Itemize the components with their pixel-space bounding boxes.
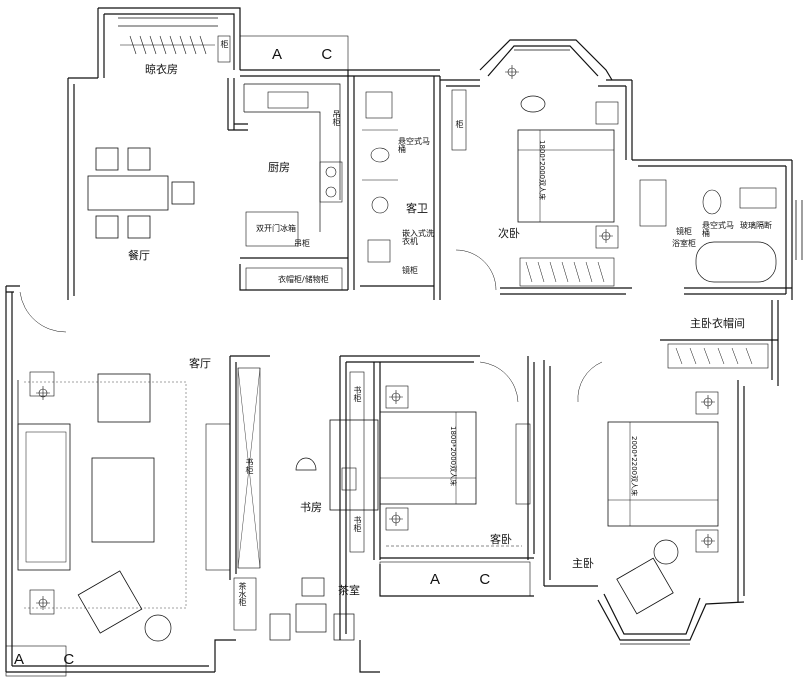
wall-guest-east	[527, 356, 535, 560]
fixture-label-cabinet-small-2: 柜	[220, 40, 229, 48]
room-label-master-closet: 主卧衣帽间	[690, 317, 745, 330]
room-label-cloakroom: 晾衣房	[145, 63, 178, 76]
fixture-label-wall-toilet-guest: 悬空式马桶	[398, 137, 430, 154]
bed-label-second: 1800*2000双人床	[538, 140, 546, 201]
wall-second-west	[440, 79, 480, 87]
fixture-label-kitchen-low-cab: 吊柜	[332, 110, 341, 126]
wall-bay-top	[479, 39, 613, 81]
room-label-second-bedroom: 次卧	[498, 227, 520, 240]
fixture-label-bookcase-study-top: 书柜	[353, 386, 362, 402]
ac-box-bottom-left	[5, 645, 67, 677]
room-label-tea-room: 茶室	[338, 584, 360, 597]
room-label-kitchen: 厨房	[268, 161, 290, 174]
wall-living-north-left	[5, 286, 13, 672]
wall-dining-west	[67, 77, 98, 300]
room-label-guest-bath: 客卫	[406, 202, 428, 215]
ac-label-middle: A C	[430, 571, 509, 588]
wall-living-bottom	[6, 665, 215, 673]
wall-mbath-bottom	[684, 287, 792, 295]
fixture-label-bookcase-study-bottom: 书柜	[353, 516, 362, 532]
sofa	[17, 423, 71, 571]
room-label-study: 书房	[300, 501, 322, 514]
wall-guest-west	[373, 362, 381, 560]
wall-mbath-east	[785, 160, 793, 300]
wall-tea-bottom	[214, 639, 380, 673]
wall-second-east	[625, 80, 633, 160]
room-label-dining: 餐厅	[128, 249, 150, 262]
fixture-label-washer: 嵌入式洗衣机	[402, 229, 434, 246]
fixture-label-tea-cab: 茶水柜	[238, 582, 247, 606]
wall-second-bottom	[500, 287, 632, 295]
dining-table	[87, 175, 169, 211]
fixture-label-bath-cab: 浴室柜	[672, 239, 696, 248]
wall-kitchen-west	[227, 78, 248, 131]
fixture-label-fridge: 双开门冰箱	[256, 224, 296, 233]
room-label-living: 客厅	[189, 357, 211, 370]
wall-living-top	[6, 285, 20, 293]
fixture-label-mirror-cab-guest: 镜柜	[402, 266, 418, 275]
wall-mbath-top	[632, 159, 792, 167]
wall-kitchen-east	[347, 70, 355, 290]
bed-label-master: 2000*2200双人床	[630, 436, 638, 497]
fixture-label-wall-toilet-master: 悬空式马桶	[702, 221, 734, 238]
room-label-master-bedroom: 主卧	[572, 557, 594, 570]
ac-label-bottom-left: A C	[14, 651, 93, 668]
window-top	[118, 17, 218, 27]
window-left	[11, 380, 19, 560]
fixture-label-glass-partition: 玻璃隔断	[740, 221, 772, 230]
second-bed	[517, 129, 615, 223]
wall-bath-east	[433, 76, 441, 300]
wall-master-south-bay	[597, 593, 745, 641]
ac-box-top	[239, 35, 349, 71]
wall-second-north	[598, 79, 632, 87]
wall-closet-east	[771, 300, 779, 386]
bed-label-guest: 1800*2000双人床	[449, 426, 457, 487]
wall-guest-north	[340, 355, 480, 363]
wall-study-west	[339, 356, 347, 640]
room-label-guest-bedroom: 客卧	[490, 533, 512, 546]
wall-master-west	[543, 360, 598, 587]
fixture-label-cabinet-small: 柜	[455, 120, 464, 128]
fixture-label-kitchen-floor-cab: 吊柜	[294, 239, 310, 248]
wall-kitchen-bottom	[239, 257, 348, 291]
fixture-label-bookcase-living: 书柜	[245, 458, 254, 474]
fixture-label-wardrobe-shoe: 衣帽柜/储物柜	[278, 275, 329, 284]
guest-bed	[379, 411, 477, 505]
wall-kitchen-top	[240, 69, 440, 77]
study-desk	[329, 419, 379, 511]
ac-label-top: A C	[272, 46, 351, 63]
coffee-table	[91, 457, 155, 543]
ac-box-mid	[379, 561, 531, 597]
fixture-label-mirror-cab-master: 镜柜	[676, 227, 692, 236]
window-mbath-east	[795, 200, 803, 260]
wall-north-cloak	[98, 7, 241, 70]
master-bed	[607, 421, 719, 527]
wall-master-east	[737, 380, 745, 602]
wall-cloak-west	[97, 8, 105, 78]
